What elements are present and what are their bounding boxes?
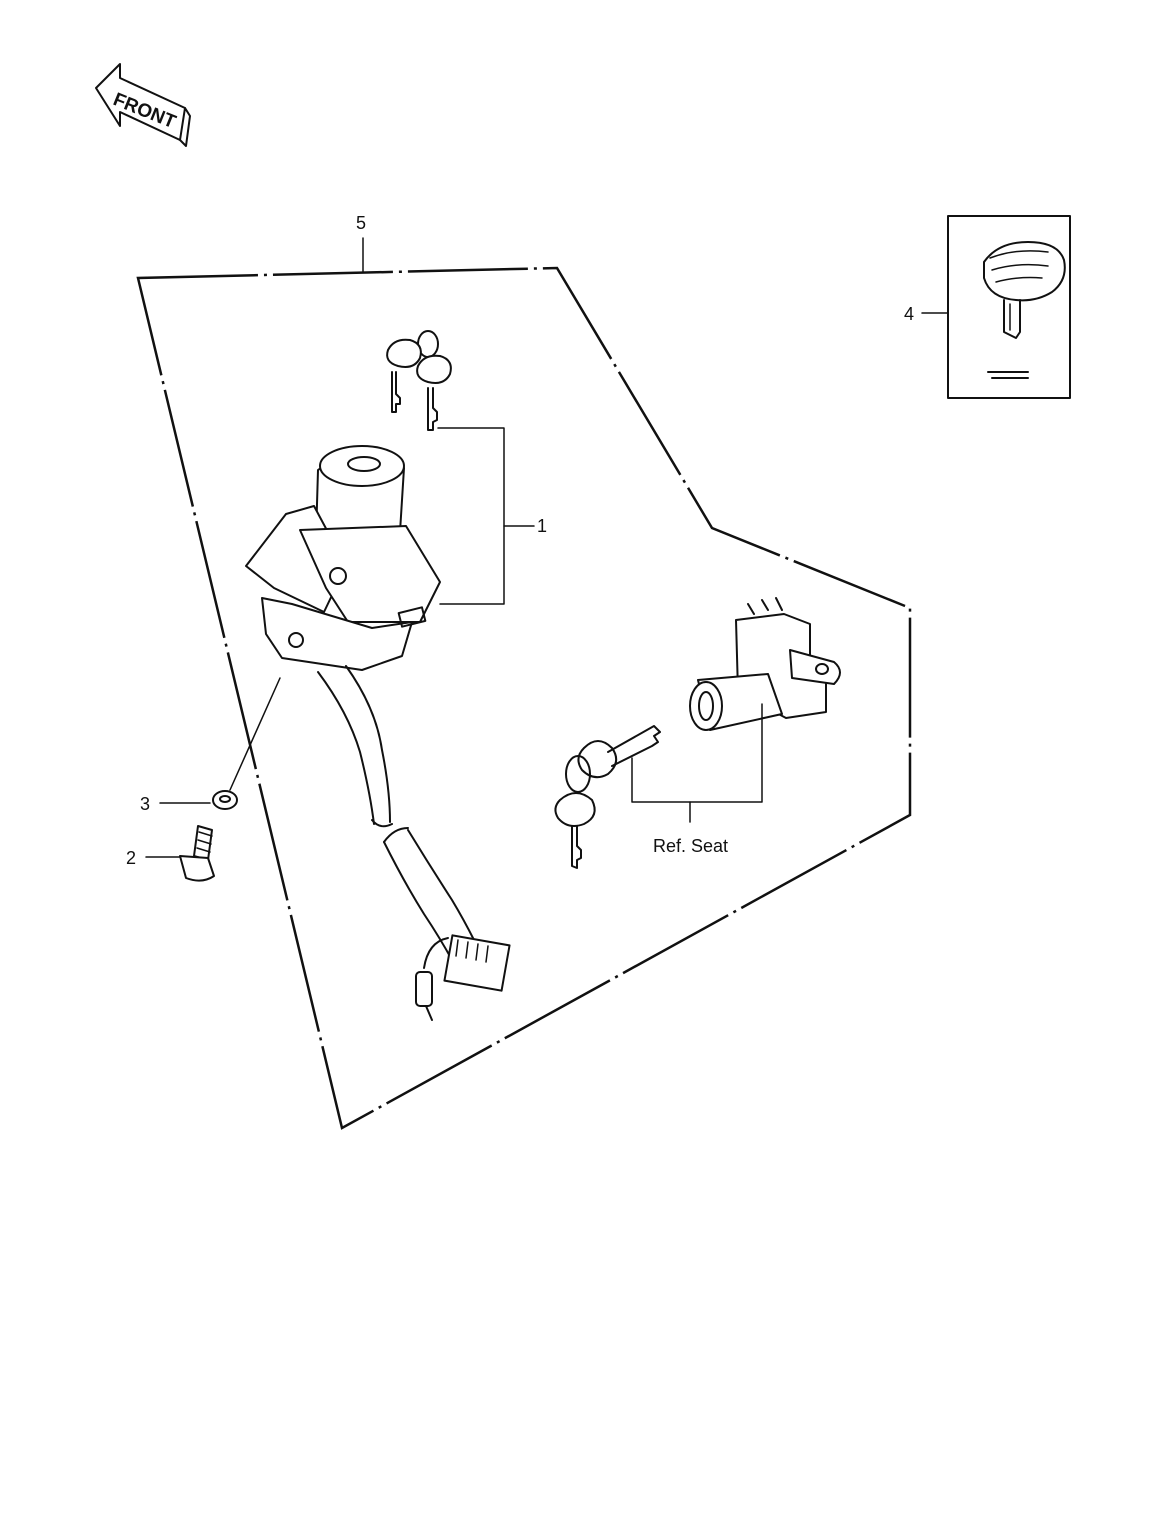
callout-5: 5: [356, 213, 366, 273]
ignition-keys-icon: [386, 330, 452, 431]
callout-2: 2: [126, 848, 181, 868]
seat-keys-icon: [554, 725, 661, 869]
callout-1: 1: [437, 427, 547, 605]
washer-icon: [212, 790, 238, 810]
assembly-boundary: [136, 266, 912, 1130]
wire-harness-icon: [317, 665, 511, 1021]
callout-label-4: 4: [904, 304, 914, 324]
callout-label-5: 5: [356, 213, 366, 233]
front-arrow-icon: FRONT: [95, 63, 191, 147]
ref-seat-label: Ref. Seat: [653, 836, 728, 856]
callout-label-3: 3: [140, 794, 150, 814]
seat-lock-icon: [689, 597, 841, 731]
callout-3: 3: [140, 677, 281, 814]
callout-label-2: 2: [126, 848, 136, 868]
screw-icon: [179, 825, 215, 882]
callout-label-1: 1: [537, 516, 547, 536]
ref-seat-bracket: Ref. Seat: [631, 703, 763, 856]
ignition-switch-icon: [245, 445, 441, 671]
key-blank-package-icon: [947, 215, 1071, 399]
callout-4: 4: [904, 304, 949, 324]
